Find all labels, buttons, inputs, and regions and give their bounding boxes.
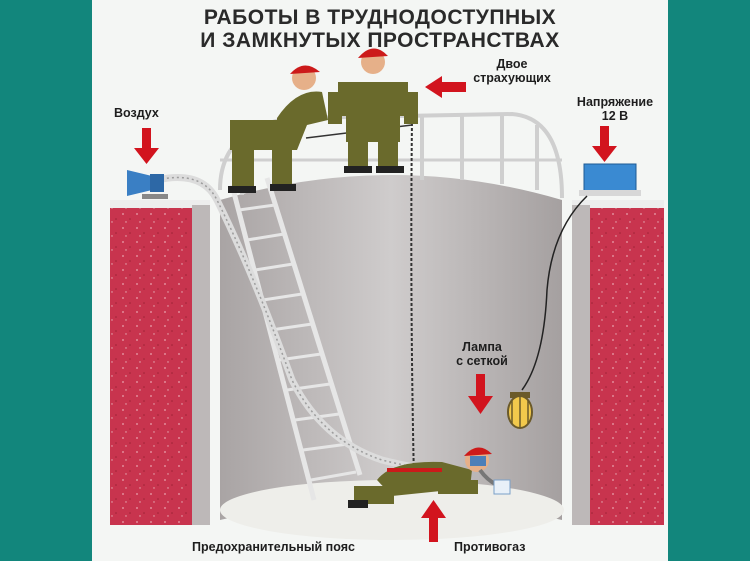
label-two-safety-line-1: Двое bbox=[496, 57, 528, 71]
transformer-12v bbox=[579, 163, 641, 196]
poster-title-line-2: И ЗАМКНУТЫХ ПРОСТРАНСТВАХ bbox=[200, 29, 560, 52]
ladder bbox=[229, 177, 363, 501]
label-lamp: Лампа с сеткой bbox=[447, 340, 517, 368]
arrow-air bbox=[134, 128, 159, 164]
label-air: Воздух bbox=[114, 106, 159, 120]
poster-title-line-1: РАБОТЫ В ТРУДНОДОСТУПНЫХ bbox=[203, 6, 557, 29]
label-two-safety: Двое страхующих bbox=[472, 57, 552, 85]
worker-safety-right bbox=[328, 48, 418, 173]
pointer-arrows bbox=[134, 76, 617, 542]
label-voltage-line-2: 12 В bbox=[601, 109, 629, 123]
lamp-with-guard bbox=[507, 392, 533, 429]
worker-in-tank bbox=[348, 447, 511, 508]
lamp-cable bbox=[521, 195, 588, 391]
arrow-gas-mask bbox=[421, 500, 446, 542]
air-blower bbox=[127, 170, 168, 199]
worker-safety-left bbox=[228, 65, 328, 193]
arrow-voltage bbox=[592, 126, 617, 162]
label-safety-belt: Предохранительный пояс bbox=[192, 540, 355, 554]
label-two-safety-line-2: страхующих bbox=[473, 71, 551, 85]
arrow-two-safety bbox=[425, 76, 466, 98]
scene-illustration bbox=[110, 48, 664, 542]
label-voltage-line-1: Напряжение bbox=[576, 95, 654, 109]
tank-shaft bbox=[220, 175, 562, 520]
tank-floor bbox=[220, 480, 564, 540]
label-voltage: Напряжение 12 В bbox=[570, 95, 660, 123]
arrow-lamp bbox=[468, 374, 493, 414]
label-lamp-line-2: с сеткой bbox=[456, 354, 508, 368]
label-gas-mask: Противогаз bbox=[454, 540, 526, 554]
safety-rope bbox=[410, 117, 415, 481]
safety-poster: РАБОТЫ В ТРУДНОДОСТУПНЫХ И ЗАМКНУТЫХ ПРО… bbox=[92, 0, 668, 561]
label-lamp-line-1: Лампа bbox=[462, 340, 502, 354]
